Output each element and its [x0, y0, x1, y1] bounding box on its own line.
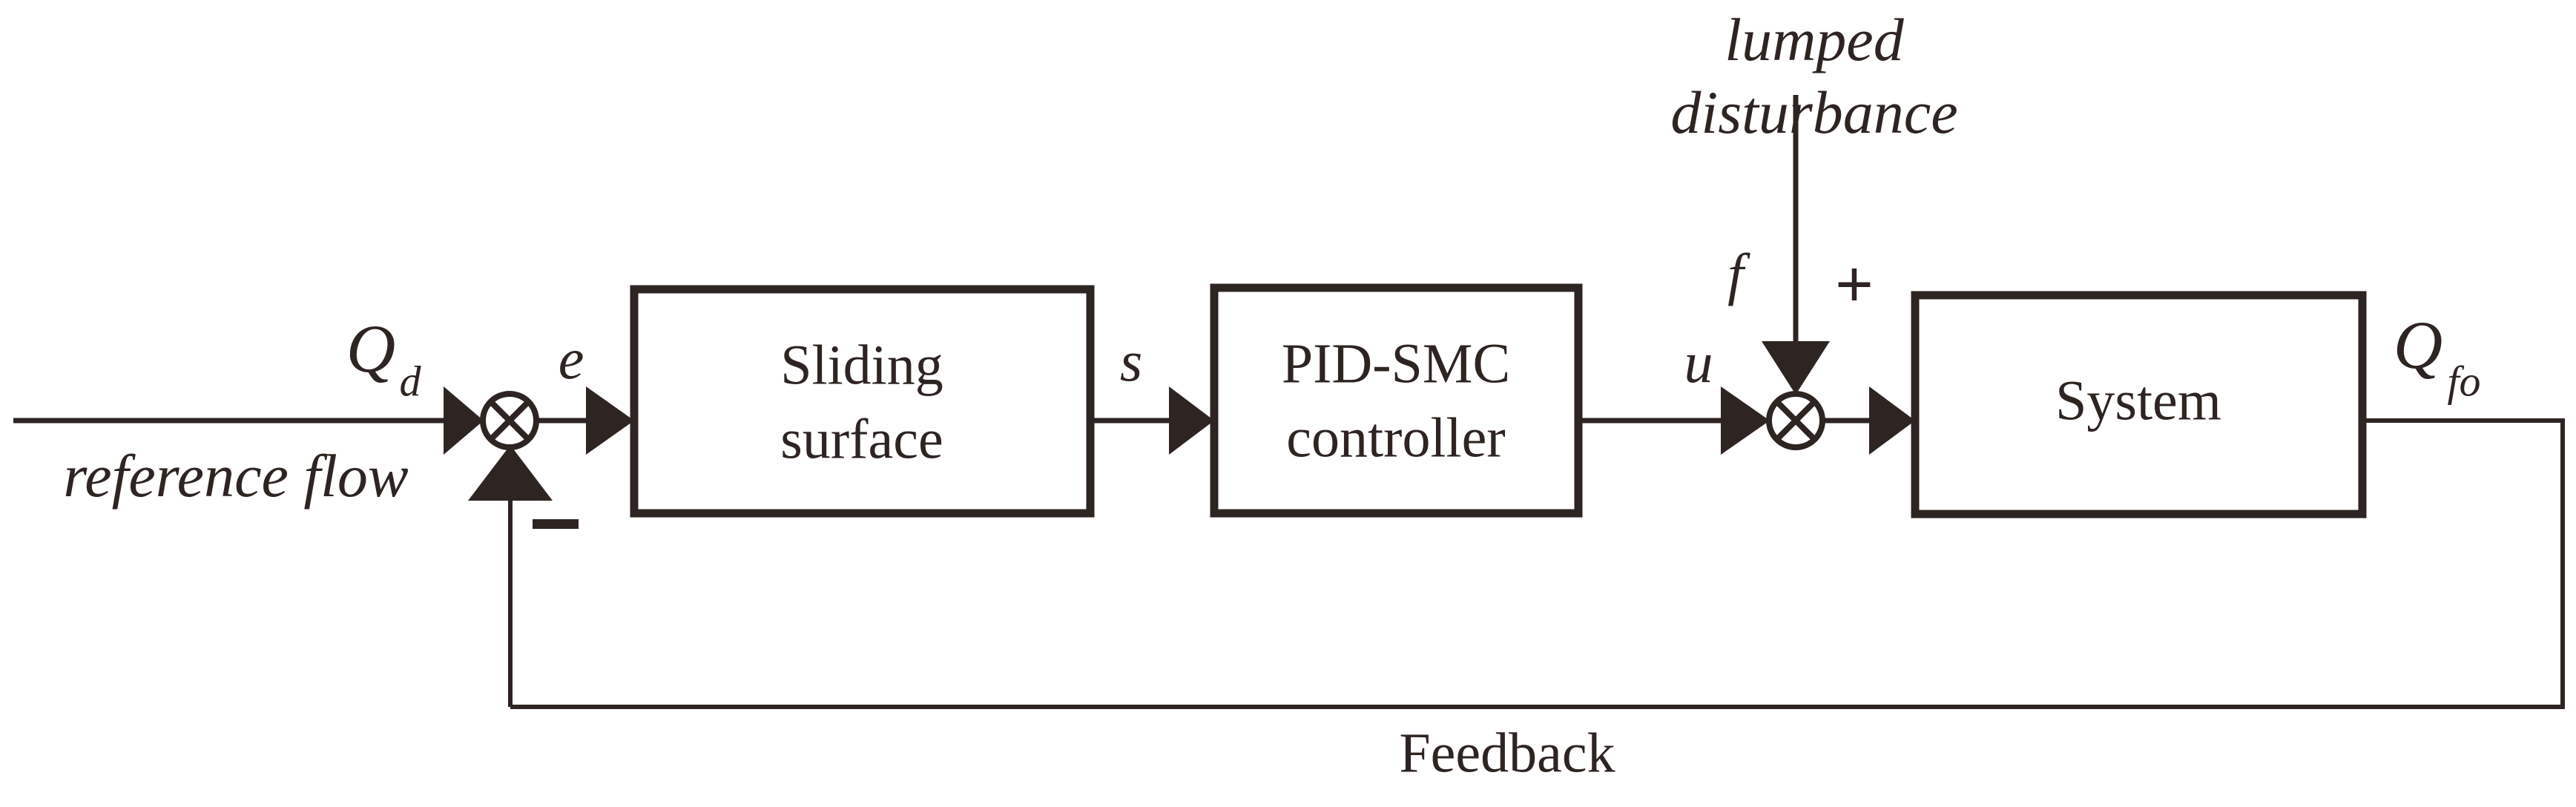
arrowhead-sliding-surface-input: [586, 386, 634, 455]
block-sliding-surface-label-line2: surface: [780, 408, 943, 470]
label-control-input: u: [1684, 330, 1713, 395]
label-reference-symbol: Q: [346, 311, 395, 386]
block-pid-smc-controller-label-line2: controller: [1286, 406, 1505, 469]
arrowhead-controller-input: [1169, 386, 1214, 455]
arrowhead-feedback-into-sum1: [468, 445, 553, 501]
label-reference-subscript: d: [400, 357, 422, 405]
plus-sign-icon: +: [1835, 246, 1874, 322]
label-output-subscript: fo: [2447, 357, 2480, 405]
label-disturbance-line1: lumped: [1725, 6, 1904, 73]
label-disturbance-line2: disturbance: [1670, 79, 1957, 146]
label-disturbance-signal: f: [1727, 242, 1750, 306]
block-sliding-surface[interactable]: [630, 285, 1095, 518]
block-pid-smc-controller-label-line1: PID-SMC: [1282, 332, 1510, 395]
label-feedback-caption: Feedback: [1399, 722, 1615, 784]
label-reference-flow-caption: reference flow: [63, 442, 409, 510]
arrowhead-sum2-input-u: [1721, 386, 1770, 455]
summing-junction-error-cross-b: [489, 400, 530, 441]
summing-junction-disturbance-cross-b: [1775, 400, 1816, 441]
label-sliding-variable: s: [1120, 329, 1142, 393]
minus-sign-icon: [533, 519, 579, 529]
block-pid-smc-controller[interactable]: [1210, 283, 1583, 518]
arrowhead-reference-input: [444, 386, 484, 455]
summing-junction-disturbance[interactable]: [1766, 391, 1825, 450]
label-error-signal: e: [559, 326, 584, 391]
label-output-symbol: Q: [2394, 307, 2442, 383]
wire-feedback-path: [510, 418, 2565, 709]
summing-junction-error[interactable]: [480, 391, 539, 450]
arrowhead-system-input: [1869, 386, 1915, 455]
arrowhead-sum2-input-disturbance: [1762, 341, 1830, 395]
block-sliding-surface-label-line1: Sliding: [780, 334, 943, 396]
block-system-label: System: [2055, 369, 2221, 432]
block-system[interactable]: [1911, 291, 2367, 518]
